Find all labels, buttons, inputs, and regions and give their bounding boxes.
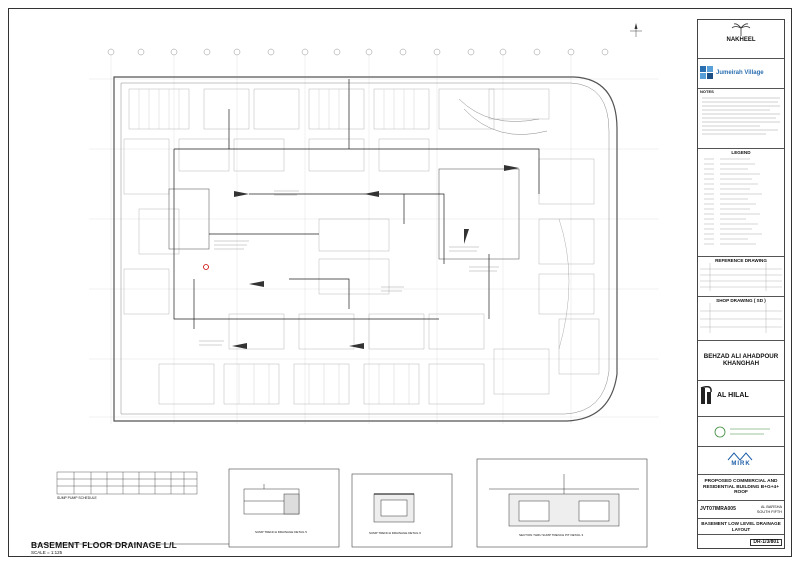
grid-lines [89, 55, 659, 424]
shop-drawing-label: SHOP DRAWING ( SD ) [716, 298, 766, 303]
detail-2-caption: SUMP TRENCH DRAINAGE DETAIL 6 [369, 531, 421, 535]
stall-dividers [138, 89, 415, 404]
detail-3-caption: SECTION THRU SUMP TRENCH PIT DETAIL 3 [519, 533, 584, 537]
plan-scale: SCALE = 1:125 [31, 550, 63, 555]
sub-contractor-logo-icon [714, 426, 770, 438]
contractor-section: MIRK [698, 446, 784, 474]
drainage-pipes [173, 79, 540, 329]
pump-schedule-table [56, 471, 198, 495]
stair-core [168, 188, 210, 250]
owner-section: BEHZAD ALI AHADPOUR KHANGHAH [698, 340, 784, 380]
project-title-section: PROPOSED COMMERCIAL AND RESIDENTIAL BUIL… [698, 474, 784, 500]
drawing-area: SUMP PUMP SCHEDULE SUMP TRENCH DRAINAGE … [19, 19, 694, 549]
north-arrow-icon [630, 23, 642, 37]
plot-location-section: JVT07IMRA005 AL BARSHA SOUTH FIFTH [698, 500, 784, 518]
project-title: PROPOSED COMMERCIAL AND RESIDENTIAL BUIL… [702, 479, 779, 496]
notes-heading: NOTES [700, 89, 714, 94]
jumeirah-village-logo-icon [700, 66, 713, 79]
detail-3-drawing [489, 474, 639, 527]
service-core [438, 168, 520, 260]
contractor-name: MIRK [731, 461, 751, 467]
drawing-number-section: DR-1/3/801 [698, 534, 784, 550]
pump-schedule-title: SUMP PUMP SCHEDULE [57, 496, 97, 500]
notes-text-lines [702, 97, 780, 134]
drawing-title-section: BASEMENT LOW LEVEL DRAINAGE LAYOUT [698, 518, 784, 534]
al-hilal-logo-icon [700, 386, 712, 404]
detail-1-caption: SUMP TRENCH DRAINAGE DETAIL 5 [255, 530, 307, 534]
client-name: NAKHEEL [726, 37, 756, 43]
inner-boundary [120, 82, 610, 415]
owner-name: BEHZAD ALI AHADPOUR KHANGHAH [703, 352, 779, 367]
callout-leaders [199, 190, 499, 346]
reference-drawing-label: REFERENCE DRAWING [715, 258, 767, 263]
client-logo-section: NAKHEEL [698, 20, 784, 58]
detail-box-3 [476, 458, 648, 548]
detail-box-1 [228, 468, 340, 548]
flow-arrows [232, 165, 519, 349]
detail-2-drawing [373, 493, 415, 523]
ramp-curve-east [558, 218, 570, 350]
revision-rows [700, 303, 784, 334]
grid-bubbles-top [107, 48, 609, 56]
reference-rows [700, 263, 784, 292]
drawing-title: BASEMENT LOW LEVEL DRAINAGE LAYOUT [701, 521, 781, 532]
nakheel-logo-icon [731, 23, 751, 36]
legend-section: LEGEND [698, 148, 784, 256]
legend-entries [704, 159, 762, 245]
location: AL BARSHA SOUTH FIFTH [756, 505, 782, 514]
red-marker [203, 264, 209, 270]
title-block: NAKHEEL Jumeirah Village NOTES [697, 19, 785, 549]
project-logo-section: Jumeirah Village [698, 58, 784, 88]
notes-section: NOTES [698, 88, 784, 148]
reference-section: REFERENCE DRAWING [698, 256, 784, 296]
detail-1-drawing [243, 484, 300, 515]
project-brand: Jumeirah Village [716, 70, 764, 76]
plan-title: BASEMENT FLOOR DRAINAGE L/L [31, 540, 177, 550]
drawing-number: DR-1/3/801 [750, 538, 782, 547]
plot-number: JVT07IMRA005 [700, 505, 736, 512]
legend-heading: LEGEND [731, 150, 751, 155]
mirk-logo-icon [727, 452, 753, 461]
ramp-curve [458, 98, 548, 135]
drawing-sheet: SUMP PUMP SCHEDULE SUMP TRENCH DRAINAGE … [8, 8, 792, 557]
parking-stalls [123, 88, 600, 405]
floor-plan-svg [31, 23, 659, 548]
detail-box-2 [351, 473, 453, 548]
consultant-section: AL HILAL [698, 380, 784, 416]
basement-boundary [113, 76, 618, 422]
shop-drawing-section: SHOP DRAWING ( SD ) [698, 296, 784, 340]
sub-contractor-section [698, 416, 784, 446]
consultant-name: AL HILAL [717, 391, 749, 399]
